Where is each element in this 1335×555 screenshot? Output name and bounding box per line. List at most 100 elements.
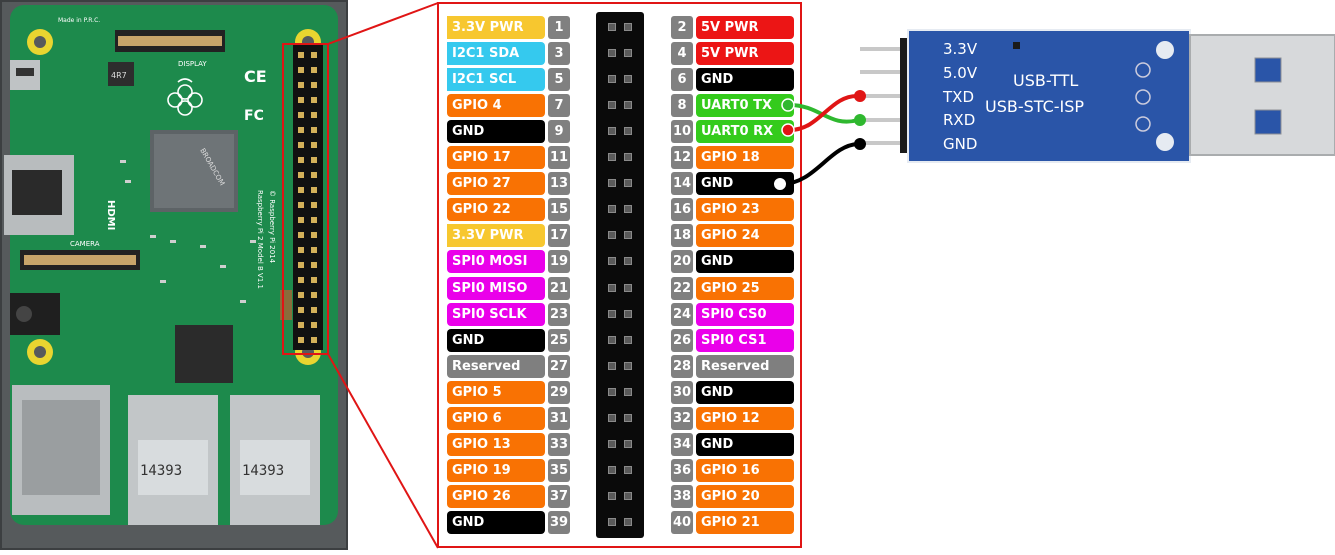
pin-number-left: 27 [548, 354, 570, 378]
board-header-pin [298, 112, 304, 118]
pin-number-left: 7 [548, 94, 570, 118]
board-gpio-pins [298, 52, 317, 343]
adapter-title: USB-TTL [1013, 71, 1078, 90]
header-pin [608, 127, 616, 136]
pin-number-right: 8 [671, 94, 693, 118]
header-pin [624, 23, 632, 31]
pin-label-left: SPI0 MOSI [447, 250, 545, 274]
svg-text:Made in P.R.C.: Made in P.R.C. [58, 17, 100, 24]
pin-label-right: GPIO 18 [696, 146, 794, 170]
pin-label-right: Reserved [696, 354, 794, 378]
pin-number-right: 40 [671, 510, 693, 534]
pin-number-right: 38 [671, 484, 693, 508]
svg-text:HDMI: HDMI [105, 200, 116, 230]
header-pin [608, 387, 616, 396]
pin-number-left: 39 [548, 510, 570, 534]
header-pin [624, 387, 632, 396]
header-pin [608, 439, 616, 448]
board-header-pin [311, 157, 317, 163]
pin-label-right: GPIO 20 [696, 484, 794, 508]
pin-number-right: 18 [671, 224, 693, 248]
board-header-pin [311, 247, 317, 253]
header-pin [624, 75, 632, 84]
board-header-pin [298, 292, 304, 298]
header-pin [608, 465, 616, 474]
board-header-pin [298, 217, 304, 223]
header-pin [624, 231, 632, 240]
pin-number-right: 24 [671, 302, 693, 326]
header-pin [624, 205, 632, 214]
board-header-pin [298, 127, 304, 133]
pin-label-left: SPI0 SCLK [447, 302, 545, 326]
header-pin [624, 283, 632, 292]
pin-number-right: 10 [671, 120, 693, 144]
header-pin [608, 179, 616, 188]
pin-number-left: 3 [548, 42, 570, 66]
board-header-pin [298, 247, 304, 253]
raspberry-pi-board: DISPLAY 4R7 Made in P.R.C. CE FC BROADCO… [0, 0, 348, 550]
header-pin [608, 335, 616, 344]
svg-text:© Raspberry Pi 2014: © Raspberry Pi 2014 [268, 190, 276, 264]
svg-text:Raspberry Pi 2 Model B V1.1: Raspberry Pi 2 Model B V1.1 [256, 190, 264, 289]
board-header-pin [311, 112, 317, 118]
board-header-pin [298, 187, 304, 193]
board-header-pin [311, 127, 317, 133]
board-header-pin [298, 277, 304, 283]
pin-label-right: GPIO 24 [696, 224, 794, 248]
pin-label-right: GPIO 23 [696, 198, 794, 222]
pin-label-left: 3.3V PWR [447, 16, 545, 39]
pin-number-right: 4 [671, 42, 693, 66]
pin-label-left: I2C1 SDA [447, 42, 545, 66]
board-header-pin [311, 202, 317, 208]
header-pin [608, 49, 616, 58]
pin-number-right: 28 [671, 354, 693, 378]
board-header-pin [298, 202, 304, 208]
header-pin [624, 439, 632, 448]
pin-label-left: GND [447, 120, 545, 144]
board-header-pin [298, 232, 304, 238]
adapter-pin-label: RXD [943, 111, 975, 129]
board-header-pin [311, 337, 317, 343]
header-pin [608, 413, 616, 422]
pin-label-left: GPIO 13 [447, 432, 545, 456]
board-header-pin [311, 172, 317, 178]
header-pin [624, 179, 632, 188]
board-header-pin [298, 262, 304, 268]
pin-number-left: 15 [548, 198, 570, 222]
header-pin [608, 517, 616, 526]
pin-label-left: GPIO 6 [447, 406, 545, 430]
adapter-subtitle: USB-STC-ISP [985, 97, 1084, 116]
header-pin [624, 257, 632, 266]
pin-label-right: 5V PWR [696, 42, 794, 66]
header-pin [624, 153, 632, 162]
adapter-pin-label: TXD [942, 88, 974, 106]
pin-label-right: GPIO 16 [696, 458, 794, 482]
svg-text:4R7: 4R7 [111, 71, 127, 80]
pin-number-left: 1 [548, 16, 570, 39]
header-pin [608, 75, 616, 84]
header-pin [624, 309, 632, 318]
pin-number-left: 9 [548, 120, 570, 144]
pin-number-left: 13 [548, 172, 570, 196]
header-pin [624, 101, 632, 110]
pin-number-right: 6 [671, 68, 693, 92]
board-header-pin [298, 97, 304, 103]
board-header-pin [311, 82, 317, 88]
pin-label-right: 5V PWR [696, 16, 794, 39]
pin-label-left: GPIO 22 [447, 198, 545, 222]
header-pin [608, 491, 616, 500]
pin-label-right: SPI0 CS0 [696, 302, 794, 326]
pin-number-left: 23 [548, 302, 570, 326]
board-header-pin [311, 52, 317, 58]
board-header-pin [311, 97, 317, 103]
board-header-pin [311, 217, 317, 223]
usb-a-plug [1190, 35, 1335, 155]
pin-label-left: Reserved [447, 354, 545, 378]
header-highlight [282, 43, 329, 355]
pin-label-right: GND [696, 172, 794, 196]
usb-ttl-adapter: 3.3V 5.0V TXD RXD GND USB-TTL USB-STC-IS… [860, 29, 1335, 163]
board-header-pin [298, 337, 304, 343]
pin-label-left: 3.3V PWR [447, 224, 545, 248]
adapter-header-pins [860, 47, 908, 145]
raspberry-logo-icon [167, 78, 203, 116]
